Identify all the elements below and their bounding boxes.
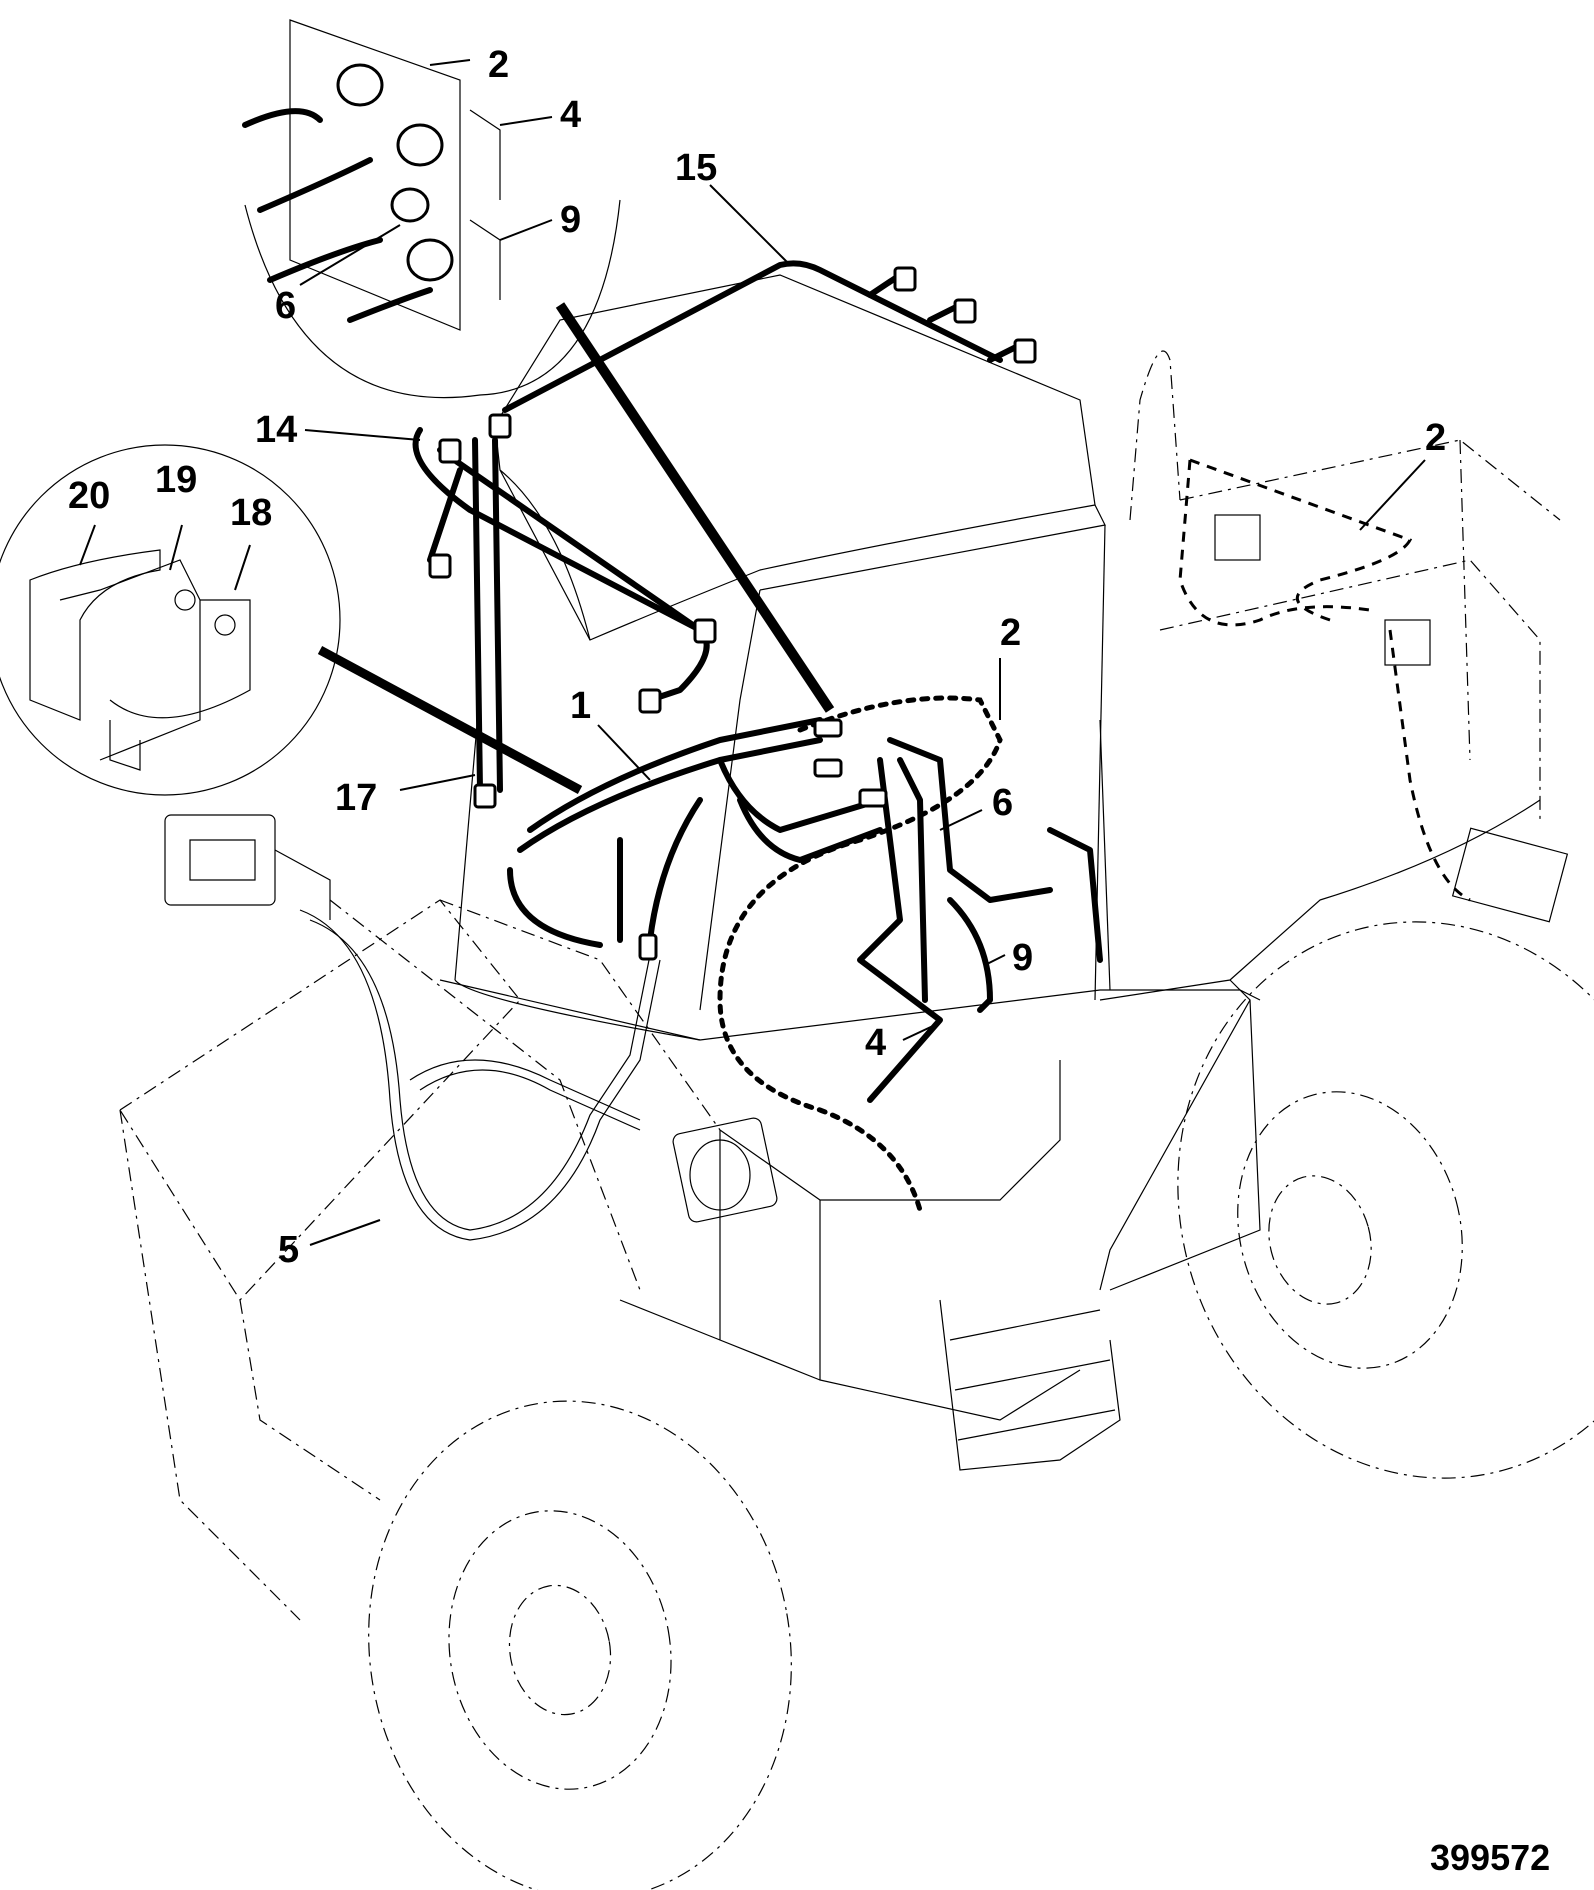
callout-2-inset: 2 xyxy=(488,44,509,86)
callout-2-mid: 2 xyxy=(1000,612,1021,654)
figure-number: 399572 xyxy=(1430,1837,1550,1878)
callout-19: 19 xyxy=(155,459,197,501)
callout-20: 20 xyxy=(68,475,110,517)
callout-2-right: 2 xyxy=(1425,417,1446,459)
callout-6-main: 6 xyxy=(992,782,1013,824)
callout-9-main: 9 xyxy=(1012,937,1033,979)
callouts: 2 4 9 6 15 14 2 20 19 18 2 1 17 6 9 4 5 xyxy=(68,44,1446,1271)
callout-15: 15 xyxy=(675,147,717,189)
hose-4 xyxy=(857,757,943,1103)
callout-1: 1 xyxy=(570,685,591,727)
callout-9-inset: 9 xyxy=(560,199,581,241)
dotted-harness-2 xyxy=(717,695,1003,1213)
callout-4-inset: 4 xyxy=(560,94,581,136)
callout-18: 18 xyxy=(230,492,272,534)
harness-cables xyxy=(299,260,1471,1241)
hose-fitting-inset xyxy=(242,19,835,713)
callout-6-inset: 6 xyxy=(275,285,296,327)
lamp-cable-5 xyxy=(299,909,661,1241)
front-roof-harness-14 xyxy=(412,427,710,703)
callout-17: 17 xyxy=(335,777,377,819)
main-harness-1 xyxy=(527,717,823,833)
callout-4-main: 4 xyxy=(865,1022,886,1064)
hose-9 xyxy=(897,757,928,1003)
callout-14: 14 xyxy=(255,409,297,451)
leader-lines xyxy=(79,59,1426,1246)
callout-5: 5 xyxy=(278,1229,299,1271)
clamp-inset xyxy=(0,444,583,796)
hose-6 xyxy=(887,737,1053,903)
roof-harness-15 xyxy=(502,260,1003,413)
